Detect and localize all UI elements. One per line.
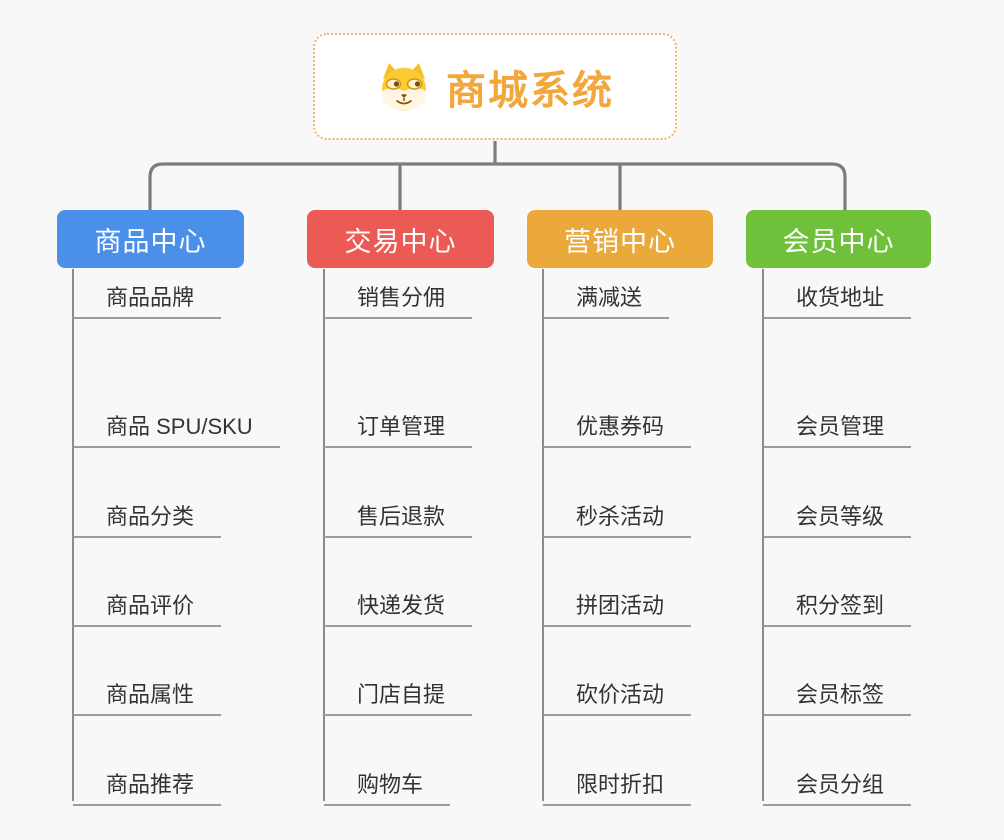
root-node[interactable]: 商城系统 (313, 33, 677, 140)
leaf-node[interactable]: 购物车 (324, 755, 451, 806)
column-connector-line (323, 269, 325, 801)
leaf-node[interactable]: 商品 SPU/SKU (73, 397, 280, 448)
leaf-node[interactable]: 积分签到 (763, 576, 912, 627)
leaf-node[interactable]: 销售分佣 (324, 268, 473, 319)
leaf-column-product: 商品 SPU/SKU 商品分类 商品评价 商品属性 商品推荐 商品品牌 (72, 268, 333, 808)
leaf-node[interactable]: 商品属性 (73, 665, 222, 716)
leaf-column-marketing: 优惠券码 秒杀活动 拼团活动 砍价活动 限时折扣 满减送 (542, 268, 803, 808)
leaf-node[interactable]: 砍价活动 (543, 665, 692, 716)
leaf-column-trade: 订单管理 售后退款 快递发货 门店自提 购物车 销售分佣 (323, 268, 584, 808)
leaf-node[interactable]: 优惠券码 (543, 397, 692, 448)
leaf-node[interactable]: 秒杀活动 (543, 487, 692, 538)
leaf-node[interactable]: 售后退款 (324, 487, 473, 538)
branch-label: 营销中心 (564, 226, 676, 257)
leaf-node[interactable]: 商品分类 (73, 487, 222, 538)
branch-label: 交易中心 (344, 226, 457, 257)
dog-icon (382, 62, 426, 111)
leaf-node[interactable]: 拼团活动 (543, 576, 692, 627)
branch-node-trade-center[interactable]: 交易中心 (307, 210, 494, 268)
branch-node-product-center[interactable]: 商品中心 (57, 210, 244, 268)
leaf-node[interactable]: 会员管理 (763, 397, 912, 448)
leaf-node[interactable]: 会员等级 (763, 487, 912, 538)
branch-node-marketing-center[interactable]: 营销中心 (527, 210, 713, 268)
leaf-node[interactable]: 会员标签 (763, 665, 912, 716)
root-title: 商城系统 (446, 68, 614, 113)
leaf-node[interactable]: 商品品牌 (73, 268, 222, 319)
branch-label: 商品中心 (94, 226, 207, 257)
leaf-node[interactable]: 满减送 (543, 268, 670, 319)
leaf-node[interactable]: 门店自提 (324, 665, 473, 716)
leaf-column-member: 会员管理 会员等级 积分签到 会员标签 会员分组 收货地址 (762, 268, 1004, 808)
branch-node-member-center[interactable]: 会员中心 (746, 210, 931, 268)
column-connector-line (762, 269, 764, 801)
column-connector-line (72, 269, 74, 801)
leaf-node[interactable]: 限时折扣 (543, 755, 692, 806)
column-connector-line (542, 269, 544, 801)
branch-label: 会员中心 (782, 226, 895, 257)
leaf-node[interactable]: 商品评价 (73, 576, 222, 627)
leaf-node[interactable]: 快递发货 (324, 576, 473, 627)
leaf-node[interactable]: 商品推荐 (73, 755, 222, 806)
leaf-node[interactable]: 会员分组 (763, 755, 912, 806)
leaf-node[interactable]: 收货地址 (763, 268, 912, 319)
leaf-node[interactable]: 订单管理 (324, 397, 473, 448)
